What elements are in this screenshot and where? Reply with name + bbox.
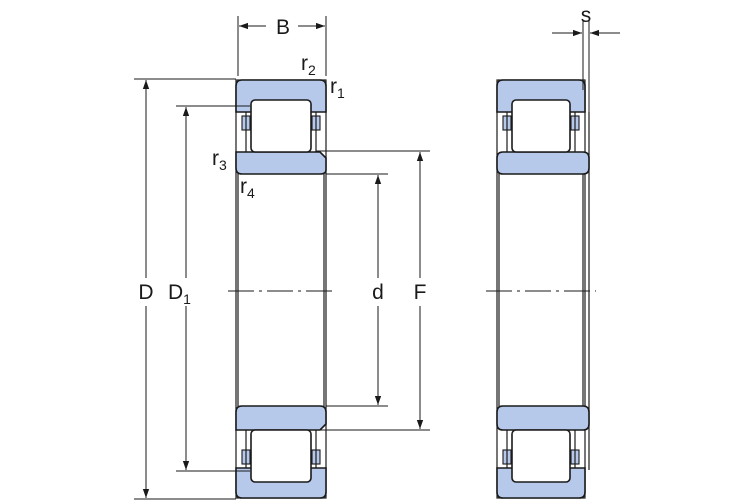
- left-section-view: [228, 79, 336, 499]
- label-r2: r2: [301, 52, 316, 78]
- right-top-roller: [511, 99, 571, 153]
- left-bottom-roller: [250, 429, 312, 483]
- label-b: B: [276, 16, 290, 39]
- left-bottom-inner-ring: [235, 405, 327, 431]
- left-dimensions: [134, 16, 430, 500]
- left-top-roller: [250, 99, 312, 153]
- label-r3: r3: [212, 147, 227, 173]
- label-d-bore: d: [372, 281, 384, 304]
- label-r4: r4: [240, 175, 255, 201]
- right-top-inner-ring: [496, 151, 590, 175]
- label-s: s: [581, 4, 592, 27]
- label-r1: r1: [330, 75, 345, 101]
- dim-s: [552, 20, 620, 150]
- right-bottom-inner-ring: [496, 405, 590, 431]
- right-section-view: [486, 79, 596, 499]
- label-d1: D1: [168, 281, 191, 307]
- right-bottom-roller: [511, 429, 571, 483]
- label-d-outer: D: [138, 281, 153, 304]
- left-top-inner-ring: [235, 151, 327, 175]
- label-f: F: [414, 281, 427, 304]
